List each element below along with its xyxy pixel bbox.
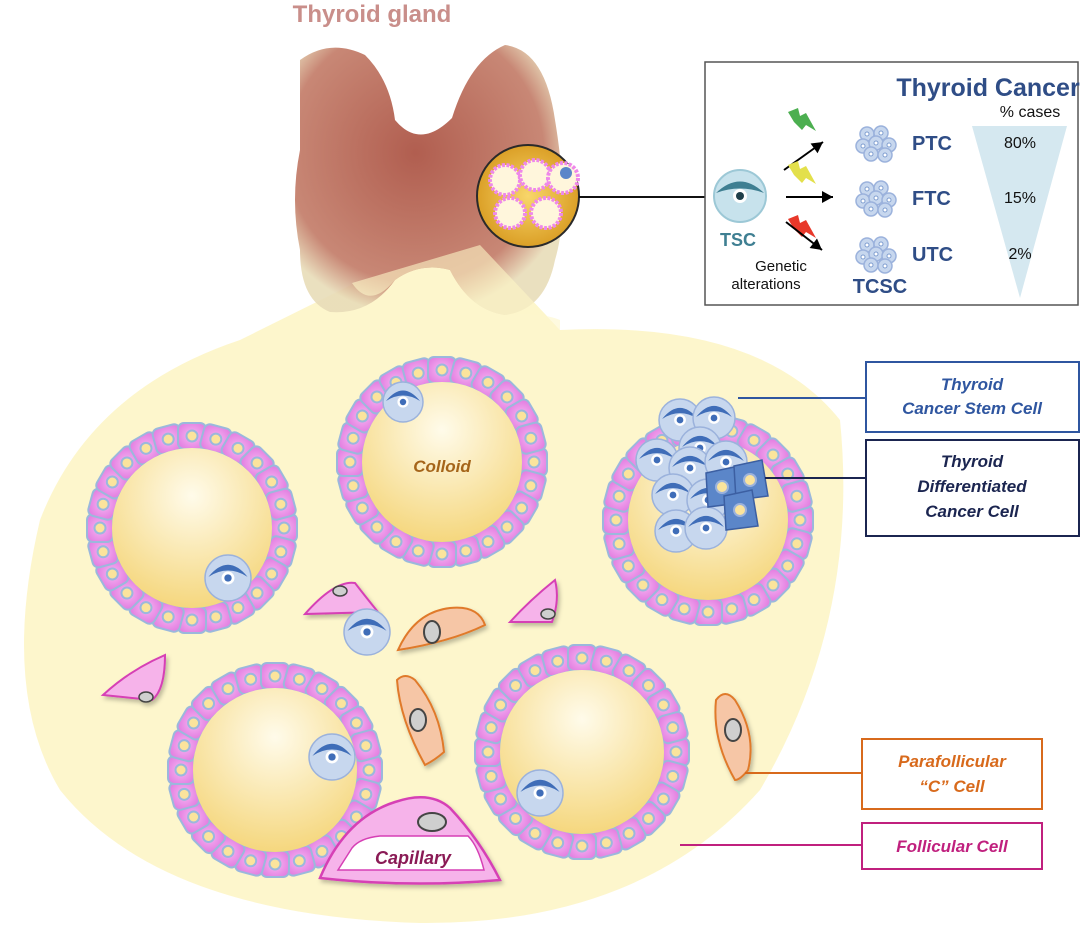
capillary-label: Capillary	[375, 848, 452, 868]
legend-stem-line1: Thyroid	[941, 375, 1004, 394]
legend-diff-line3: Cancer Cell	[925, 502, 1020, 521]
legend-stem-line2: Cancer Stem Cell	[902, 399, 1043, 418]
legend-parafollicular-c-cell: Parafollicular “C” Cell	[861, 738, 1043, 810]
arrow-head-icon	[810, 142, 823, 154]
follicular-cell	[515, 421, 547, 455]
diagram-title: Thyroid gland	[293, 1, 452, 28]
follicles	[86, 356, 814, 878]
mutation-bolt-icon	[788, 108, 816, 131]
subtype-label: FTC	[912, 188, 951, 210]
follicular-cell	[87, 535, 119, 569]
cases-header: % cases	[1000, 104, 1060, 121]
stem-cell-icon	[382, 381, 424, 423]
legend-differentiated-cancer-cell: Thyroid Differentiated Cancer Cell	[865, 439, 1080, 537]
follicular-cell	[736, 582, 772, 617]
parafollicular-c-cell	[396, 606, 487, 652]
mini-follicle-icon	[493, 196, 527, 230]
stem-cell-icon	[343, 608, 391, 656]
mini-tumor-icon	[560, 167, 572, 179]
tumor-cluster-icon	[855, 236, 897, 274]
legend-follicular-line1: Follicular Cell	[896, 837, 1009, 856]
magnifier-lens	[476, 144, 705, 248]
colloid	[193, 688, 357, 852]
thyroid-gland-image	[295, 45, 563, 330]
stem-cell-icon	[516, 769, 564, 817]
follicle	[86, 422, 298, 634]
follicular-cell	[541, 645, 575, 678]
tsc-label: TSC	[720, 230, 756, 250]
mutation-bolt-icon	[788, 161, 816, 184]
legend-follicular-cell: Follicular Cell	[861, 822, 1043, 870]
legend-ccell-line1: Parafollicular	[898, 752, 1007, 771]
stem-cell-icon	[684, 506, 728, 550]
capillary-fragment	[100, 653, 167, 703]
capillary-fragment	[507, 578, 558, 623]
tumor-cluster-icon	[855, 125, 897, 163]
follicular-cell	[401, 357, 435, 389]
follicular-cell	[427, 356, 457, 384]
subtype-percent: 2%	[1008, 246, 1031, 263]
legend-diff-line1: Thyroid	[941, 452, 1004, 471]
mutation-bolt-icon	[788, 215, 816, 238]
capillary	[318, 795, 502, 885]
subtype-percent: 15%	[1004, 190, 1036, 207]
interstitial-cells	[100, 578, 752, 782]
follicle	[336, 356, 548, 568]
stem-cell-icon	[308, 733, 356, 781]
follicular-cell	[781, 479, 813, 513]
genetic-label-line2: alterations	[731, 276, 800, 293]
stem-cell-icon	[204, 554, 252, 602]
follicular-cell	[567, 644, 597, 672]
inset-title: Thyroid Cancer	[896, 74, 1080, 102]
mini-follicle-icon	[518, 158, 552, 192]
differentiated-cancer-cell	[723, 489, 759, 531]
follicular-cell	[177, 422, 207, 450]
differentiated-cancer-cell	[733, 459, 769, 501]
mini-follicle-icon	[529, 196, 563, 230]
parafollicular-c-cell	[395, 675, 446, 767]
subtype-label: PTC	[912, 133, 952, 155]
subtype-label: UTC	[912, 244, 953, 266]
legend-diff-line2: Differentiated	[917, 477, 1027, 496]
colloid-label: Colloid	[413, 457, 471, 476]
follicle	[167, 662, 383, 878]
tcsc-label: TCSC	[853, 276, 907, 298]
legend-ccell-line2: “C” Cell	[919, 777, 985, 796]
genetic-label-line1: Genetic	[755, 258, 807, 275]
mini-follicle-icon	[488, 163, 522, 197]
case-funnel	[972, 126, 1067, 298]
stem-cell-icon	[635, 438, 679, 482]
parafollicular-c-cell	[714, 693, 752, 782]
legend-stem-cell: Thyroid Cancer Stem Cell	[865, 361, 1080, 433]
subtype-percent: 80%	[1004, 135, 1036, 152]
follicular-cell	[693, 598, 723, 626]
arrow-head-icon	[809, 238, 822, 250]
arrow-head-icon	[822, 191, 833, 203]
follicular-cell	[282, 844, 316, 877]
follicular-cell	[270, 513, 298, 543]
tsc-stem-cell-icon	[713, 169, 767, 223]
follicular-cell	[265, 487, 297, 521]
tumor-cluster-icon	[855, 180, 897, 218]
thyroid-cancer-inset: Thyroid Cancer % cases TSC PTC 80% FTC 15% U…	[704, 61, 1080, 306]
capillary-fragment	[302, 581, 381, 616]
follicle	[474, 644, 690, 860]
